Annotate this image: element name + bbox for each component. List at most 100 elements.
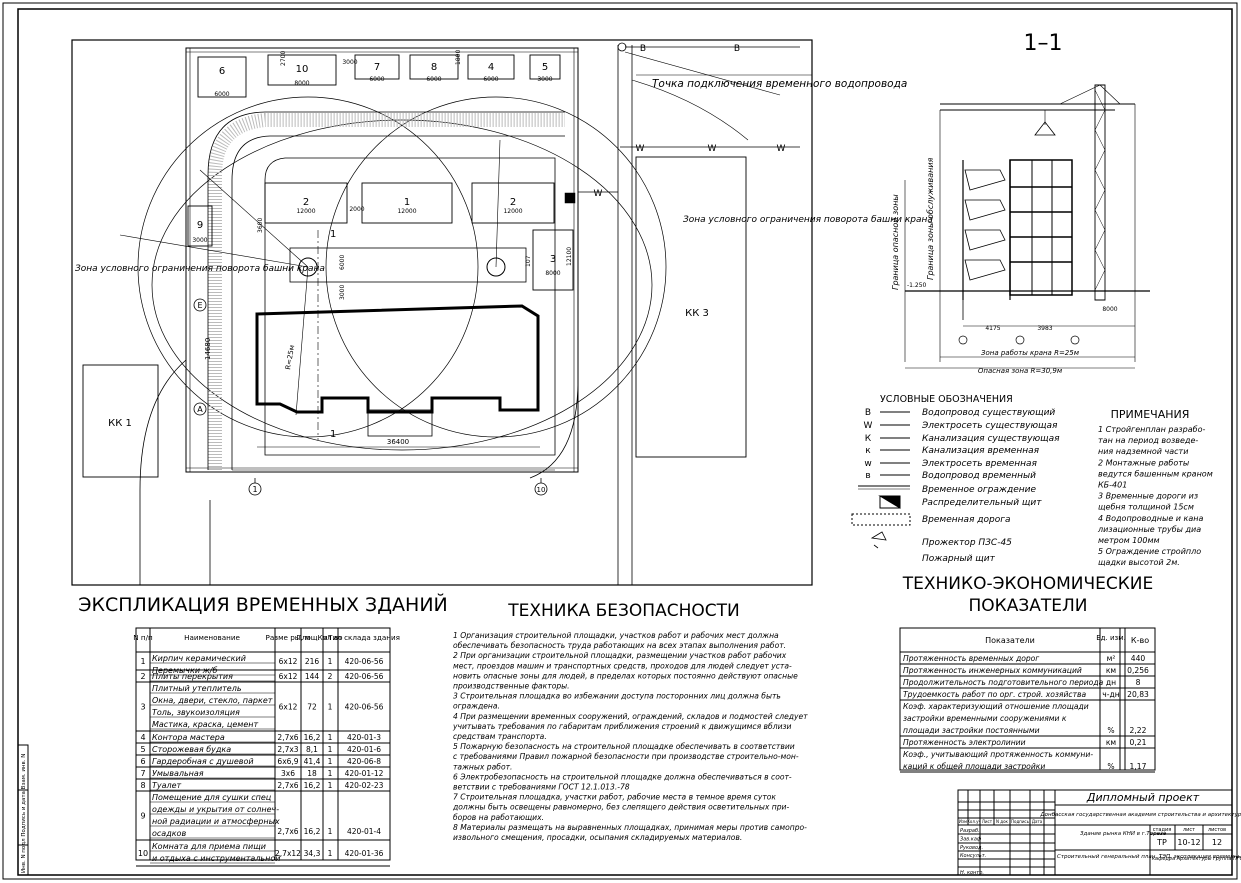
safety-line: 5 Пожарную безопасность на строительной … [453, 742, 795, 751]
explication-row-size: 6х12 [279, 703, 298, 712]
explication-row-qty: 1 [328, 827, 333, 836]
legend-symbol: В [865, 408, 871, 418]
top-building-number: 8 [431, 62, 437, 73]
legend-symbol: к [865, 446, 871, 456]
top-building-dim: 6000 [426, 76, 441, 83]
top-building-dim: 6000 [214, 91, 229, 98]
indicators-header: К-во [1131, 636, 1149, 645]
mid-building-dim: 12000 [296, 208, 315, 215]
indicator-unit: км [1106, 738, 1117, 747]
top-building-number: 6 [219, 66, 225, 77]
dim-12100: 12100 [566, 247, 573, 266]
indicators-header: Показатели [985, 636, 1035, 645]
section-label: 1–1 [1024, 31, 1063, 56]
top-buildings [197, 54, 561, 98]
top-building-dim: 6000 [483, 76, 498, 83]
safety-title: ТЕХНИКА БЕЗОПАСНОСТИ [507, 601, 739, 621]
safety-line: извольного смещения, просадки, осыпания … [453, 833, 742, 842]
explication-row-num: 10 [138, 849, 148, 858]
building-3-dim: 8000 [545, 270, 560, 277]
legend-item-label: Канализация временная [922, 446, 1040, 456]
department: кафедра Архитектуры группа ПГС-48 [1152, 856, 1241, 862]
mid-building-number: 2 [303, 197, 309, 208]
safety-line: тажных работ. [453, 762, 512, 771]
crane-zone-left-label: Зона условного ограничения поворота башн… [75, 264, 325, 274]
explication-row-num: 9 [140, 812, 145, 821]
explication-row-name: Туалет [152, 781, 182, 790]
title-block-col-header: Дата [1032, 819, 1043, 824]
explication-row-name: осадков [152, 829, 186, 838]
explication-row-qty: 2 [328, 672, 333, 681]
indicator-value: 0,256 [1127, 666, 1149, 675]
explication-row-type: 420-06-56 [345, 672, 384, 681]
safety-line: производственные факторы. [453, 682, 570, 691]
note-line: 3 Временные дороги из [1098, 492, 1198, 501]
safety-line: 6 Электробезопасность на строительной пл… [453, 772, 792, 781]
dim-4175: 4175 [985, 325, 1000, 332]
indicator-unit: ч-дн [1102, 690, 1119, 699]
safety-line: средствам транспорта. [453, 732, 547, 741]
indicator-unit: дн [1106, 678, 1116, 687]
title-block-role: Разраб. [960, 828, 980, 834]
safety-line: мест, проездов машин и транспортных сред… [453, 661, 792, 670]
dim-r: 107 [525, 255, 532, 267]
safety-line: ветствии с требованиями ГОСТ 12.1.013.-7… [453, 783, 630, 792]
explication-row-area: 16,2 [304, 827, 321, 836]
explication-row-area: 16,2 [304, 781, 321, 790]
axis-e-label: Е [197, 301, 202, 310]
explication-row-area: 8,1 [306, 745, 318, 754]
legend-symbol: W [864, 421, 873, 431]
legend-item-label: Водопровод временный [922, 471, 1036, 481]
legend-item-label: Временное ограждение [922, 485, 1036, 495]
explication-row-size: 6х12 [279, 672, 298, 681]
title-block-role: Зав.каф [960, 836, 982, 842]
explication-row-name: Толь, звукоизоляция [152, 708, 240, 717]
explication-row-type: 420-06-56 [345, 657, 384, 666]
mid-building-dim: 12000 [503, 208, 522, 215]
building-name: Здание рынка КНИ в г.Торезе [1080, 831, 1167, 837]
indicator-name: застройки временными сооружениями к [903, 714, 1067, 723]
mid-buildings [187, 182, 574, 291]
dim-3600: 3600 [257, 218, 264, 233]
dim-14680: 14680 [204, 338, 212, 360]
explication-row-size: 2,7х3 [277, 745, 298, 754]
explication-row-num: 8 [140, 781, 145, 790]
safety-line: обеспечивать безопасность труда работающ… [453, 641, 786, 650]
network-mark: В [734, 44, 740, 54]
crane-circle-right [325, 96, 667, 438]
note-line: метром 100мм [1098, 536, 1160, 545]
explication-row-type: 420-01-36 [345, 849, 384, 858]
explication-row-area: 216 [305, 657, 320, 666]
crane-zone-right-label: Зона условного ограничения поворота башн… [683, 215, 933, 225]
radius-label: R=25м [284, 344, 296, 370]
title-block-col-header: Подпись [1011, 819, 1030, 824]
drawing-name: Строительный генеральный план. ТЭП, эксп… [1057, 854, 1241, 860]
title-block-col-header: N док [996, 819, 1008, 824]
legend-symbols [851, 411, 911, 549]
water-point-label: Точка подключения временного водопровода [652, 78, 907, 90]
side-stamp-lines [17, 744, 29, 876]
section-view [904, 84, 1150, 369]
explication-row-num: 5 [140, 745, 145, 754]
legend-item-label: Канализация существующая [922, 434, 1060, 444]
indicator-name: Протяженность инженерных коммуникаций [903, 666, 1082, 675]
indicators-subtitle: ПОКАЗАТЕЛИ [968, 596, 1087, 616]
explication-row-qty: 1 [328, 657, 333, 666]
mid-building-number: 1 [404, 197, 410, 208]
explication-row-num: 3 [140, 703, 145, 712]
axis-a-label: А [197, 405, 203, 414]
dim-8000-section: 8000 [1102, 306, 1117, 313]
explication-header: Кол во [317, 633, 342, 642]
top-building-dim: 3000 [537, 76, 552, 83]
main-building [255, 304, 540, 414]
legend-item-label: Прожектор ПЗС-45 [922, 538, 1012, 548]
axis-1-label: 1 [252, 485, 257, 494]
explication-row-name: Гардеробная с душевой [152, 757, 254, 766]
top-building-number: 5 [542, 62, 548, 73]
indicator-name: Протяженность электролинии [903, 738, 1026, 747]
building-3-number: 3 [550, 254, 556, 265]
explication-row-size: 2,7х6 [277, 781, 298, 790]
explication-row-size: 6х6,9 [277, 757, 298, 766]
dim-6000: 6000 [339, 255, 346, 270]
